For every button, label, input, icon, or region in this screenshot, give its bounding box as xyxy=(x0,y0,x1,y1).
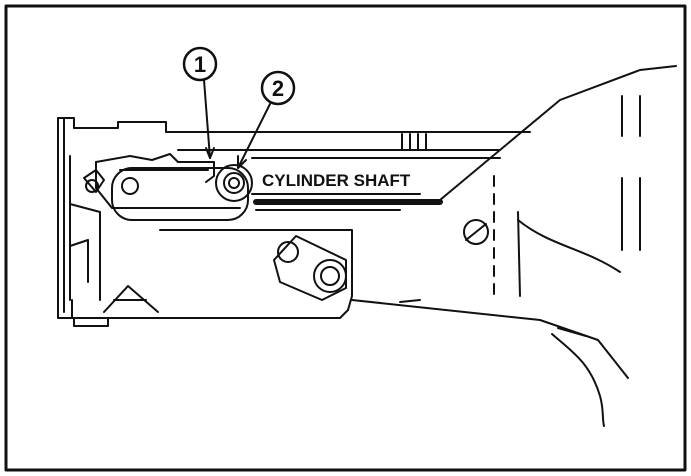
roller-link xyxy=(273,235,347,301)
cylinder-shaft-label: CYLINDER SHAFT xyxy=(262,171,411,190)
callout-2: 2 xyxy=(237,70,296,169)
housing xyxy=(57,117,531,327)
callout-1-label: 1 xyxy=(194,52,206,77)
cylinder-shaft: CYLINDER SHAFT xyxy=(251,133,501,211)
callout-2-label: 2 xyxy=(272,76,284,101)
machine-arm xyxy=(351,65,677,427)
slotted-screw xyxy=(463,219,489,245)
screw-2 xyxy=(215,164,253,202)
lever-assembly xyxy=(83,153,249,221)
lever-pivot-hole xyxy=(121,177,139,195)
callout-1: 1 xyxy=(182,46,218,159)
diagram-frame xyxy=(4,4,687,472)
